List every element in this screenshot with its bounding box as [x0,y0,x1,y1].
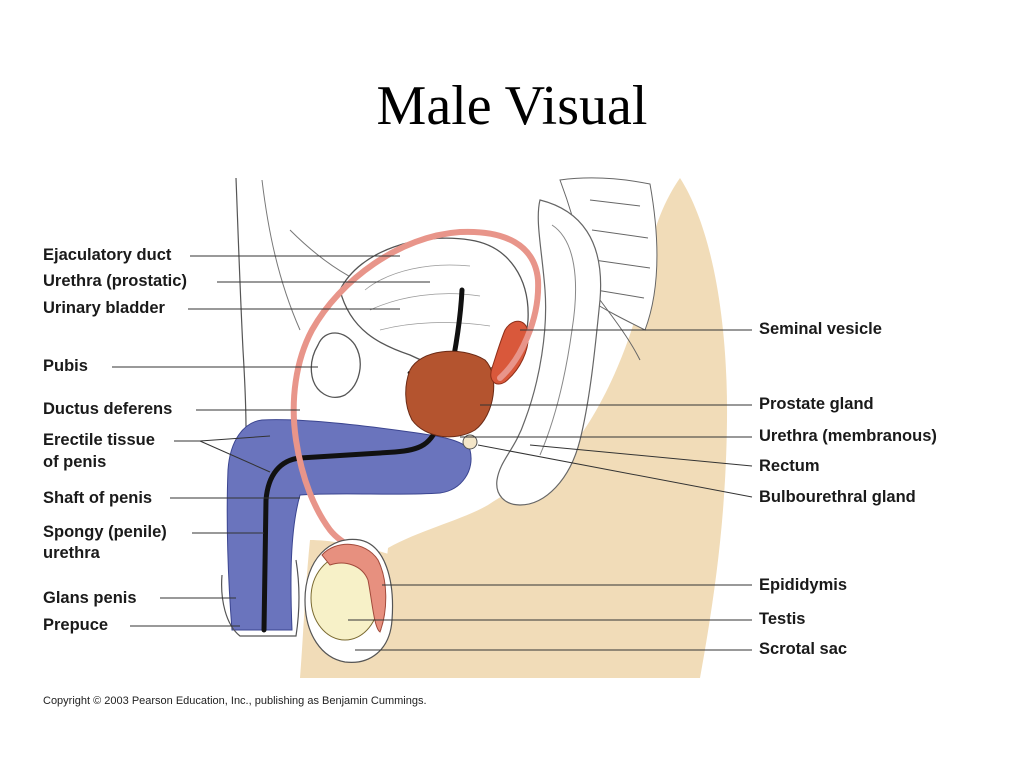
pubis [310,332,361,398]
seminal-vesicle [490,320,529,385]
label-prepuce: Prepuce [43,616,109,634]
abdomen-outline [235,177,247,431]
epididymis [321,543,387,633]
bulbourethral-gland [462,434,478,450]
label-spongy-urethra-line1: Spongy (penile) [43,523,167,541]
label-epididymis: Epididymis [759,576,848,594]
label-urethra-membranous: Urethra (membranous) [759,427,937,445]
label-urinary-bladder: Urinary bladder [43,299,165,317]
leader-lines [112,255,753,651]
label-testis: Testis [759,610,806,628]
label-pubis: Pubis [43,357,88,375]
label-spongy-urethra-line2: urethra [43,544,100,562]
label-rectum: Rectum [759,457,820,475]
copyright-notice: Copyright © 2003 Pearson Education, Inc.… [43,695,427,707]
prostate-gland [405,350,495,438]
erectile-tissue [226,419,472,631]
slide-title: Male Visual [376,75,648,137]
label-ejaculatory-duct: Ejaculatory duct [43,246,172,264]
label-shaft-of-penis: Shaft of penis [43,489,153,507]
label-prostate-gland: Prostate gland [759,395,874,413]
label-erectile-tissue-line1: Erectile tissue [43,431,155,449]
urethra [261,287,465,633]
label-scrotal-sac: Scrotal sac [759,640,848,658]
label-bulbourethral-gland: Bulbourethral gland [759,488,916,506]
label-seminal-vesicle: Seminal vesicle [759,320,882,338]
label-glans-penis: Glans penis [43,589,137,607]
label-erectile-tissue-line2: of penis [43,453,107,471]
label-urethra-prostatic: Urethra (prostatic) [43,272,187,290]
bladder-wall-texture [364,264,491,331]
label-ductus-deferens: Ductus deferens [43,400,173,418]
